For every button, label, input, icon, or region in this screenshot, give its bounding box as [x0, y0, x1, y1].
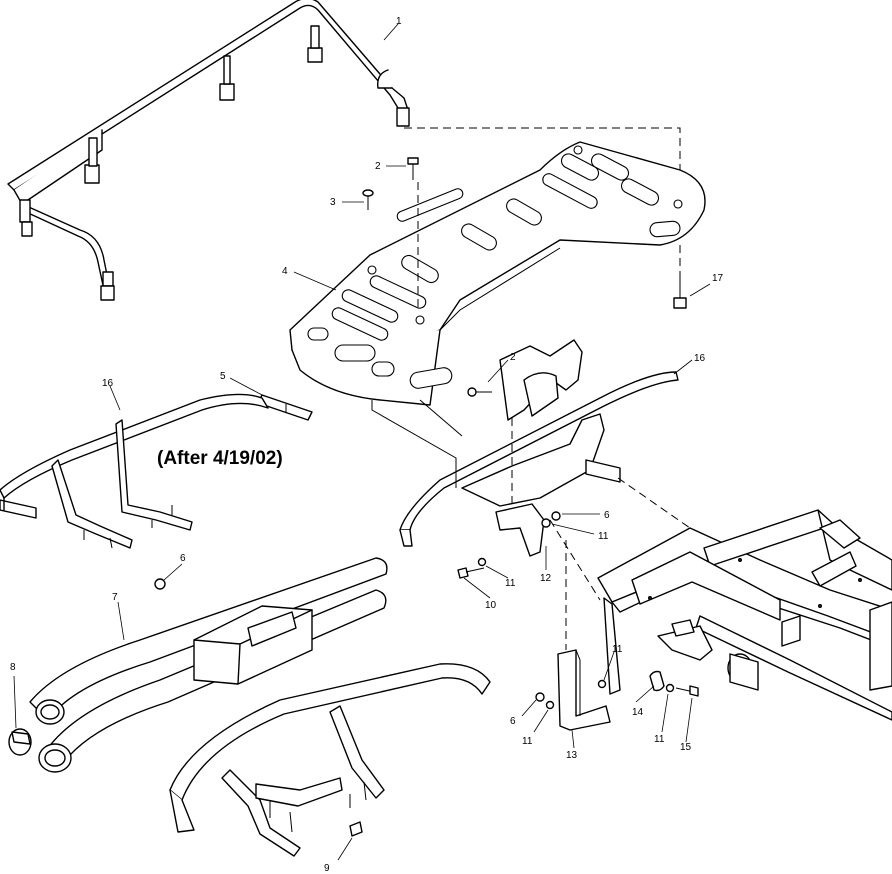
washer-part-11-c [597, 679, 607, 689]
bolt-part-2-top [407, 157, 419, 180]
callout-11d: 11 [522, 736, 533, 747]
rack-plate-part-4 [289, 141, 706, 406]
callout-15: 15 [680, 742, 692, 753]
callout-12: 12 [540, 573, 552, 584]
washer-part-11-right [541, 518, 551, 528]
bolt-part-3 [362, 189, 374, 210]
nut-part-6-bottom [535, 692, 545, 702]
vehicle-frame [597, 509, 892, 721]
washer-part-11-e [665, 683, 675, 693]
callout-10: 10 [485, 600, 497, 611]
callout-14: 14 [632, 707, 644, 718]
callout-11c: 11 [612, 644, 623, 655]
callout-11a: 11 [598, 531, 609, 542]
callout-1: 1 [396, 16, 402, 27]
bolt-part-10 [457, 567, 485, 579]
callout-4: 4 [282, 266, 288, 277]
lower-rail-assembly [169, 663, 491, 857]
bumper-part-7 [29, 557, 388, 773]
callout-2a: 2 [375, 161, 381, 172]
callout-2b: 2 [510, 352, 516, 363]
washer-part-11-left [477, 557, 487, 567]
rail-assembly-part-16-left [0, 393, 269, 549]
bracket-part-2 [467, 339, 583, 421]
callout-17: 17 [712, 273, 724, 284]
bracket-part-12 [495, 503, 545, 557]
washer-part-11-d [545, 700, 555, 710]
callout-11e: 11 [654, 734, 665, 745]
revision-note: (After 4/19/02) [157, 448, 283, 469]
callout-9: 9 [324, 863, 330, 874]
callout-16a: 16 [102, 378, 114, 389]
callout-8: 8 [10, 662, 16, 673]
plug-part-8 [8, 728, 32, 756]
callout-5: 5 [220, 371, 226, 382]
nut-part-6-right [551, 511, 561, 521]
bolt-part-15 [675, 685, 699, 697]
bracket-part-13 [557, 649, 611, 731]
callout-13: 13 [566, 750, 578, 761]
callout-6b: 6 [180, 553, 186, 564]
callout-labels: 1 2 3 4 17 2 16 5 16 6 11 12 11 10 6 7 8 [10, 16, 724, 874]
callout-6c: 6 [510, 716, 516, 727]
callout-7: 7 [112, 592, 118, 603]
callout-11b: 11 [505, 578, 516, 589]
spacer-part-14 [649, 670, 665, 692]
callout-6a: 6 [604, 510, 610, 521]
callout-16b: 16 [694, 353, 706, 364]
bolt-part-17 [673, 278, 687, 309]
rack-rail-part-1 [7, 0, 410, 301]
support-structure [371, 399, 621, 507]
callout-3: 3 [330, 197, 336, 208]
